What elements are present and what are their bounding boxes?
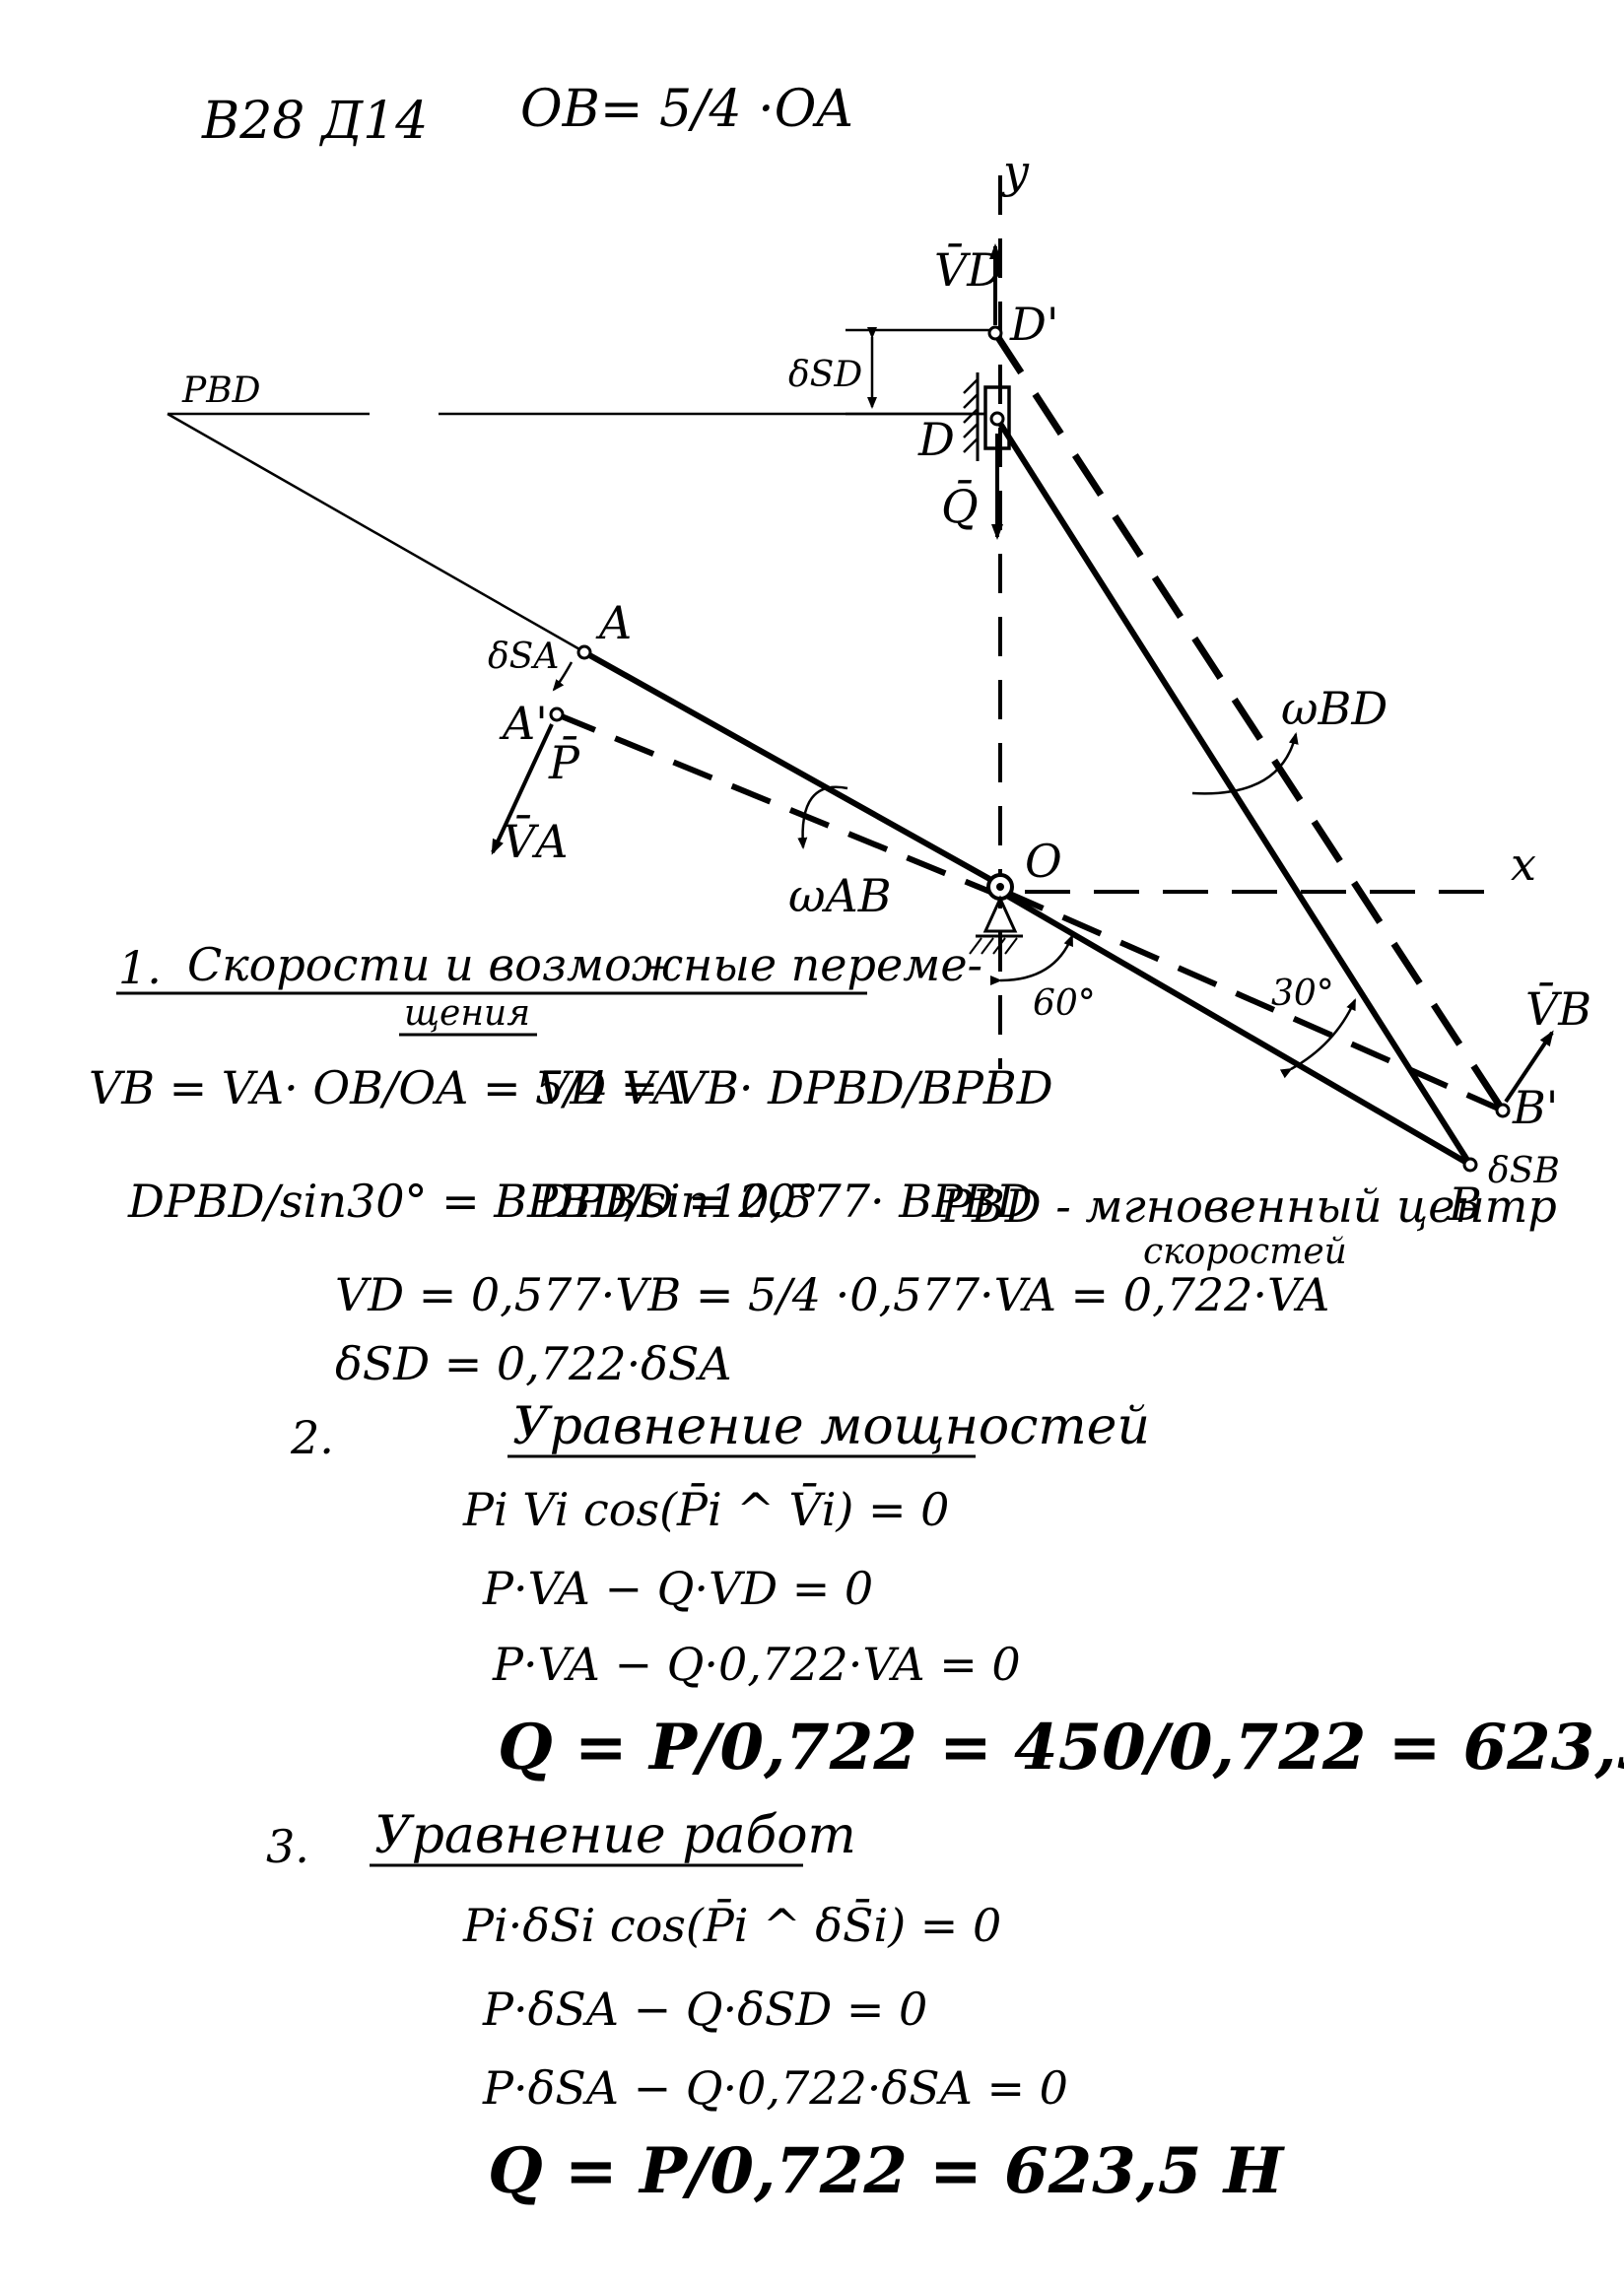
va-vector [491,723,554,855]
section-velocities: 1. Скорости и возможные переме- щения VB… [89,938,1557,1390]
point-d-prime-label: D' [1009,298,1059,351]
section3-number: 3. [266,1820,309,1873]
section1-eq6: δSD = 0,722·δSA [335,1337,732,1390]
point-a-prime-label: A' [499,697,548,750]
section2-eq2: P·VA − Q·VD = 0 [482,1562,873,1615]
section3-eq4: Q = P/0,722 = 623,5 H [488,2134,1286,2208]
point-d [989,411,1005,427]
section1-eq3: DPBD/sin30° = BPBD/sin120° [127,1175,819,1228]
angle-60-arc [989,934,1074,986]
dsa-arrow [552,661,574,692]
given-ratio: OB= 5/4 ·OA [520,80,853,139]
section2-title: Уравнение мощностей [512,1397,1150,1456]
slider-guide-hatch [963,372,980,461]
link-oa [582,649,1002,888]
point-a [576,644,592,660]
link-ob [998,889,1472,1168]
section1-note: PBD - мгновенный центр [940,1179,1557,1233]
vd-label: V̄D [934,242,1003,297]
point-d-label: D [917,413,955,466]
section3-eq3: P·δSA − Q·0,722·δSA = 0 [482,2061,1068,2115]
point-b [1462,1157,1478,1173]
va-label: V̄A [503,814,568,868]
section3-title: Уравнение работ [374,1806,856,1865]
point-b-prime-label: B' [1512,1081,1558,1134]
pbd-label: PBD [181,370,261,411]
section1-note-cont: скоростей [1143,1232,1347,1272]
omega-bd-arc [1191,732,1299,795]
section-work-equation: 3. Уравнение работ Pi·δSi cos(P̄i ^ δS̄i… [266,1806,1286,2208]
point-o-center [996,883,1004,891]
point-a-label: A [595,596,632,649]
section2-eq4: Q = P/0,722 = 450/0,722 = 623,5 H [498,1711,1624,1784]
p-label: P̄ [548,735,580,789]
vb-vector [1504,1030,1554,1104]
point-b-label: B [1448,1178,1482,1231]
mechanism-diagram: y x PBD D [167,145,1591,1231]
point-o-label: O [1025,835,1062,888]
dsa-label: δSA [488,637,559,677]
section1-title-cont: щения [404,993,530,1034]
dsb-label: δSB [1488,1151,1560,1191]
section1-eq1: VB = VA· OB/OA = 5/4 VA [89,1061,685,1114]
variant-label: B28 Д14 [201,92,428,151]
y-axis-label: y [1001,145,1030,198]
point-a-prime [549,707,565,722]
section1-title: Скорости и возможные переме- [187,938,982,991]
link-ob-displaced [1003,889,1505,1113]
pbd-to-a-line [167,412,582,652]
q-label: Q̄ [941,479,979,533]
point-d-prime [987,325,1003,341]
link-oa-displaced [555,711,992,895]
section1-number: 1. [118,941,162,994]
section-power-equation: 2. Уравнение мощностей Pi Vi cos(P̄i ^ V… [290,1397,1624,1784]
section1-eq4: DPBD = 0,577· BPBD [536,1175,1033,1228]
angle-60-label: 60° [1033,983,1096,1024]
section3-eq2: P·δSA − Q·δSD = 0 [482,1983,927,2036]
angle-30-label: 30° [1271,974,1334,1014]
x-axis-label: x [1511,838,1536,891]
section2-eq3: P·VA − Q·0,722·VA = 0 [492,1638,1021,1691]
omega-ab-arc [797,785,848,849]
dsd-label: δSD [788,355,862,395]
section1-eq5: VD = 0,577·VB = 5/4 ·0,577·VA = 0,722·VA [335,1268,1329,1321]
omega-bd-label: ωBD [1281,682,1387,735]
section2-eq1: Pi Vi cos(P̄i ^ V̄i) = 0 [462,1482,949,1536]
omega-ab-label: ωAB [788,869,892,922]
angle-30-arc [1279,998,1357,1079]
section1-eq2: VD = VB· DPBD/BPBD [537,1061,1053,1114]
vb-label: V̄B [1525,981,1591,1036]
section2-number: 2. [290,1411,334,1464]
link-db-displaced [992,331,1506,1112]
section3-eq1: Pi·δSi cos(P̄i ^ δS̄i) = 0 [462,1898,1001,1952]
point-b-prime [1495,1103,1511,1118]
